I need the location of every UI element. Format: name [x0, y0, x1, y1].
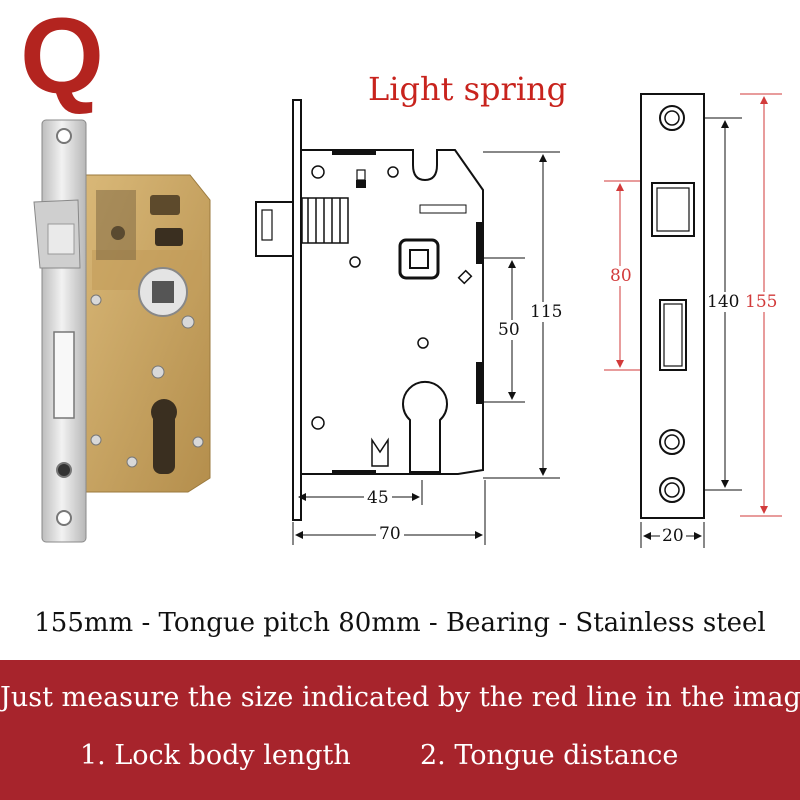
dim-faceplate-length: 155: [744, 292, 779, 312]
diagram-title: Light spring: [368, 70, 568, 108]
dim-handle-to-cylinder: 50: [496, 320, 522, 340]
banner-item-lock-body-length: 1. Lock body length: [80, 740, 351, 771]
dim-faceplate-width: 20: [660, 526, 686, 546]
right-dimension-lines: [604, 93, 782, 548]
middle-dimension-lines: [292, 151, 560, 545]
lock-body-drawing: [255, 99, 484, 521]
dim-tongue-pitch: 80: [608, 266, 634, 286]
banner-headline: Just measure the size indicated by the r…: [0, 682, 800, 713]
dim-body-width: 70: [376, 524, 404, 544]
brand-logo-q: Q: [20, 0, 105, 116]
spec-line: 155mm - Tongue pitch 80mm - Bearing - St…: [34, 608, 766, 638]
lock-photo: [33, 119, 211, 543]
dim-faceplate-inner: 140: [706, 292, 741, 312]
faceplate-drawing: [640, 93, 705, 519]
dim-backset: 45: [364, 488, 392, 508]
dim-body-height: 115: [528, 302, 565, 322]
banner-item-tongue-distance: 2. Tongue distance: [420, 740, 679, 771]
instruction-banner: [0, 660, 800, 800]
